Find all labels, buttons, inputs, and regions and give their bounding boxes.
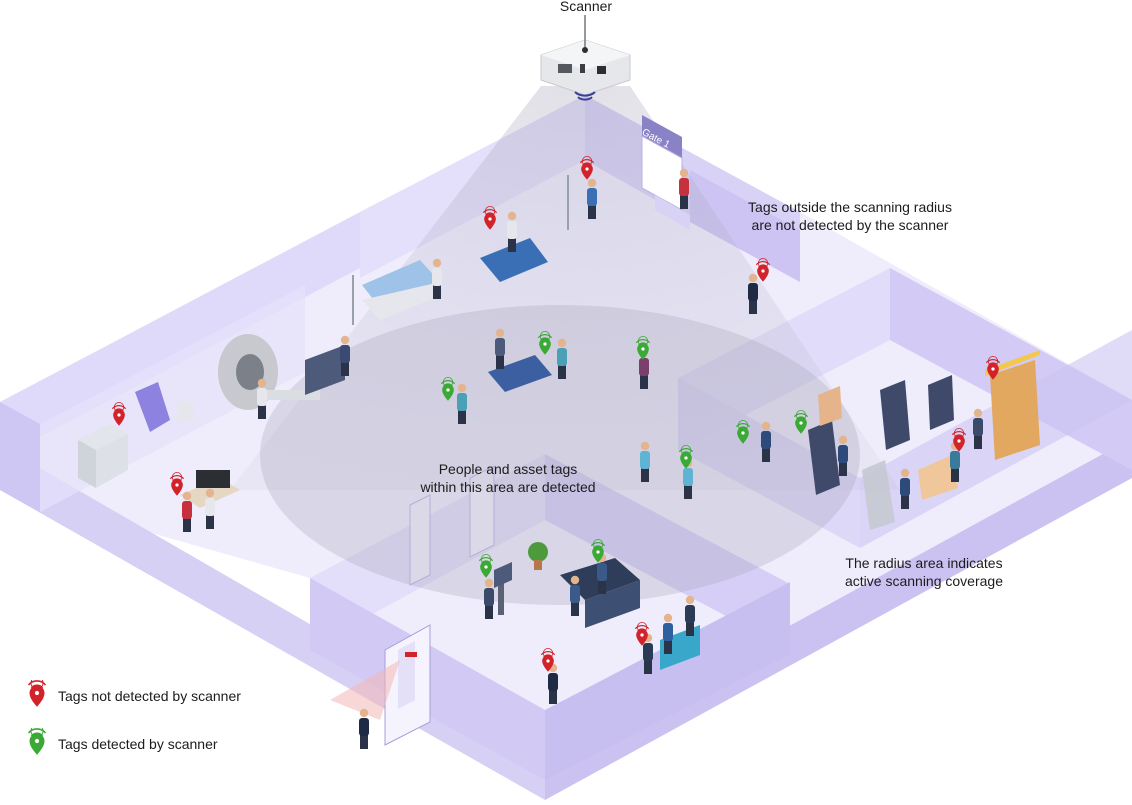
hospital-bed-icon (480, 238, 548, 282)
person-icon (182, 491, 192, 532)
scanner-label-text: Scanner (559, 0, 613, 14)
within-area-line-1: People and asset tags (438, 461, 578, 477)
person-icon (257, 378, 267, 419)
person-icon (900, 468, 910, 509)
outside-radius-line-1: Tags outside the scanning radius (748, 199, 952, 215)
person-icon (685, 595, 695, 636)
person-icon (457, 383, 467, 424)
outside-radius-line-2: are not detected by the scanner (751, 217, 949, 233)
person-icon (838, 435, 848, 476)
outside-radius-note: Tags outside the scanning radius are not… (722, 198, 978, 234)
legend-label-detected: Tags detected by scanner (58, 736, 218, 752)
dental-chair-icon (135, 382, 194, 432)
hospital-bed-icon (362, 260, 440, 320)
medical-cart-icon (78, 424, 128, 488)
person-icon (359, 708, 369, 749)
radius-area-line-2: active scanning coverage (845, 573, 1003, 589)
radius-area-note: The radius area indicates active scannin… (818, 554, 1030, 590)
person-icon (679, 168, 689, 209)
gate-sign (641, 115, 690, 230)
person-icon (640, 441, 650, 482)
legend-item-not-detected: Tags not detected by scanner (26, 680, 241, 712)
within-area-note: People and asset tags within this area a… (392, 460, 624, 496)
person-icon (761, 421, 771, 462)
legend-label-not-detected: Tags not detected by scanner (58, 688, 241, 704)
person-icon (748, 273, 758, 314)
person-icon (432, 258, 442, 299)
bottom-room (310, 454, 790, 780)
radius-area-line-1: The radius area indicates (845, 555, 1003, 571)
red-location-tag-icon (26, 680, 48, 712)
person-icon (587, 178, 597, 219)
person-icon (484, 578, 494, 619)
cardboard-boxes-icon (818, 360, 1040, 500)
entrance-gate (330, 624, 431, 746)
person-icon (205, 488, 215, 529)
person-icon (340, 335, 350, 376)
scanner-device (540, 15, 631, 101)
hospital-bed-icon (488, 355, 552, 392)
green-location-tag-icon (26, 728, 48, 760)
person-icon (973, 408, 983, 449)
scanner-label: Scanner (548, 0, 624, 15)
person-icon (663, 613, 673, 654)
person-icon (557, 338, 567, 379)
within-area-line-2: within this area are detected (420, 479, 596, 495)
person-icon (507, 211, 517, 252)
equipment (78, 175, 1040, 670)
person-icon (570, 575, 580, 616)
scanning-coverage (230, 86, 900, 605)
person-icon (495, 328, 505, 369)
server-rack-icon (808, 375, 954, 530)
legend-item-detected: Tags detected by scanner (26, 728, 218, 760)
